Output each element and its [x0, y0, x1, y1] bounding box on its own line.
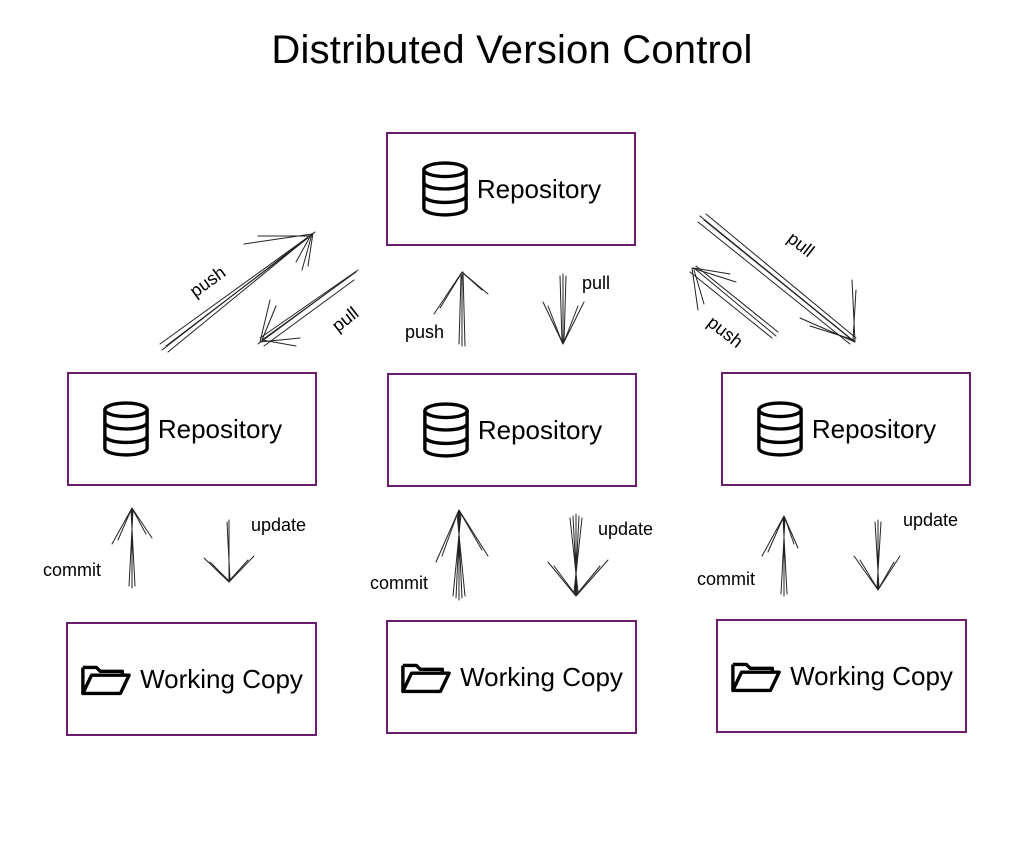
folder-icon: [80, 661, 132, 697]
left-working-copy-label: Working Copy: [140, 663, 303, 694]
right-repository-node: Repository: [721, 372, 971, 486]
update-label-right: update: [903, 510, 959, 530]
push-arrow-middle: [433, 271, 489, 347]
pull-arrow-right: [697, 213, 857, 345]
update-label-left: update: [251, 515, 307, 535]
commit-arrow-middle: [435, 509, 489, 601]
left-repository-node: Repository: [67, 372, 317, 486]
diagram-title: Distributed Version Control: [271, 28, 753, 72]
middle-repository-node: Repository: [387, 373, 637, 487]
commit-arrow-right: [761, 515, 799, 597]
commit-label-right: commit: [697, 569, 755, 589]
database-icon: [102, 400, 150, 458]
push-arrow-left: [159, 231, 316, 353]
left-working-copy-node: Working Copy: [66, 622, 317, 736]
commit-label-left: commit: [43, 560, 101, 580]
push-arrow-right: [689, 265, 779, 339]
left-repository-label: Repository: [157, 413, 283, 444]
right-working-copy-node: Working Copy: [716, 619, 967, 733]
push-label-middle: push: [405, 322, 445, 342]
middle-working-copy-node: Working Copy: [386, 620, 637, 734]
database-icon: [422, 401, 470, 459]
pull-arrow-middle: [542, 273, 585, 345]
commit-label-middle: commit: [370, 573, 428, 593]
update-label-middle: update: [598, 519, 654, 539]
commit-arrow-left: [111, 507, 153, 589]
pull-label-middle: pull: [582, 273, 611, 293]
right-repository-label: Repository: [811, 413, 937, 444]
pull-arrow-left: [257, 269, 359, 347]
update-arrow-right: [853, 519, 901, 591]
update-arrow-left: [203, 519, 255, 583]
central-repository-label: Repository: [476, 173, 602, 204]
middle-working-copy-label: Working Copy: [460, 661, 623, 692]
database-icon: [421, 160, 469, 218]
database-icon: [756, 400, 804, 458]
right-working-copy-label: Working Copy: [790, 660, 953, 691]
folder-icon: [730, 658, 782, 694]
folder-icon: [400, 659, 452, 695]
update-arrow-middle: [547, 513, 609, 597]
middle-repository-label: Repository: [477, 414, 603, 445]
central-repository-node: Repository: [386, 132, 636, 246]
